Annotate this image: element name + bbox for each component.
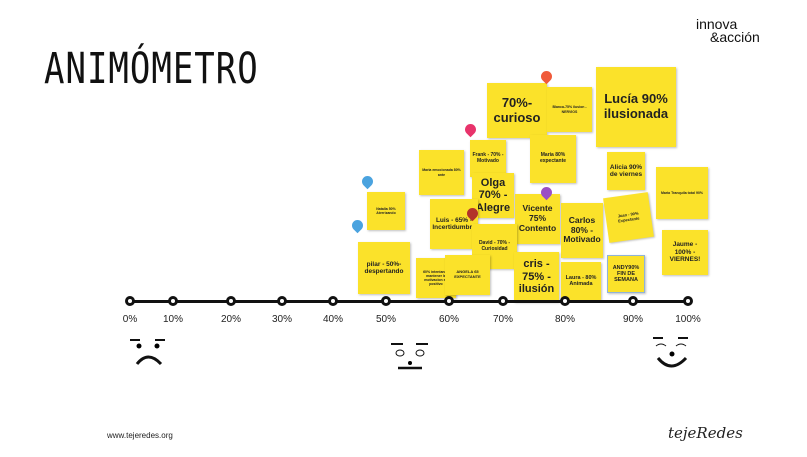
happy-face-icon bbox=[653, 337, 688, 368]
scale-marker bbox=[381, 296, 391, 306]
sticky-note[interactable]: Maria Tranquila total 90% bbox=[656, 167, 708, 219]
tejeredes-logo: tejeRedes bbox=[668, 424, 743, 442]
sticky-note[interactable]: Blanca-75% ilusion - NERVIOS bbox=[547, 87, 592, 132]
scale-marker bbox=[277, 296, 287, 306]
sticky-note[interactable]: Alicia 90% de viernes bbox=[607, 152, 645, 190]
scale-label: 30% bbox=[271, 314, 293, 325]
scale-label: 0% bbox=[122, 314, 138, 325]
sticky-note[interactable]: Laura - 80% Animada bbox=[561, 262, 601, 300]
scale-marker bbox=[328, 296, 338, 306]
sticky-note[interactable]: Olga 70% - Alegre bbox=[472, 173, 514, 218]
sticky-note[interactable]: pilar - 50%- despertando bbox=[358, 242, 410, 294]
neutral-face-icon bbox=[391, 343, 428, 370]
scale-label: 10% bbox=[162, 314, 184, 325]
sticky-note[interactable]: cris - 75% - ilusión bbox=[514, 252, 559, 302]
scale-marker bbox=[628, 296, 638, 306]
scale-marker bbox=[168, 296, 178, 306]
page-title: ANIMÓMETRO bbox=[44, 44, 259, 94]
sticky-note[interactable]: Juan - 90% Expectante bbox=[603, 192, 654, 243]
sticky-note[interactable]: Carlos 80% - Motivado bbox=[561, 203, 603, 258]
sticky-note[interactable]: Frank - 70% - Motivado bbox=[470, 140, 506, 177]
scale-label: 20% bbox=[220, 314, 242, 325]
sticky-note[interactable]: Vicente 75% Contento bbox=[515, 194, 560, 244]
scale-label: 60% bbox=[438, 314, 460, 325]
logo-line2: &acción bbox=[710, 29, 760, 45]
sticky-note[interactable]: Luis - 65% - Incertidumbre bbox=[430, 199, 478, 249]
scale-label: 100% bbox=[675, 314, 701, 325]
sticky-note[interactable]: 70%- curioso bbox=[487, 83, 547, 138]
scale-marker bbox=[125, 296, 135, 306]
scale-label: 70% bbox=[492, 314, 514, 325]
scale-marker bbox=[683, 296, 693, 306]
scale-label: 40% bbox=[322, 314, 344, 325]
scale-marker bbox=[498, 296, 508, 306]
sticky-note[interactable]: ANGELA 65 EXPECTANTE bbox=[445, 255, 490, 295]
logo-line1: innova bbox=[696, 16, 738, 32]
sticky-note[interactable]: Maria 80% expectante bbox=[530, 135, 576, 183]
sad-face-icon bbox=[130, 339, 165, 366]
scale-line bbox=[130, 300, 688, 303]
innova-accion-logo: innova&acción bbox=[696, 16, 760, 45]
scale-label: 90% bbox=[622, 314, 644, 325]
sticky-note[interactable]: Natalia 50% Aterrizando bbox=[367, 192, 405, 230]
website-url: www.tejeredes.org bbox=[107, 431, 173, 440]
sticky-note[interactable]: Lucía 90% ilusionada bbox=[596, 67, 676, 147]
sticky-note[interactable]: Maria emocionada 80% ante bbox=[419, 150, 464, 195]
scale-label: 80% bbox=[554, 314, 576, 325]
sticky-note[interactable]: Jaume - 100% - VIERNES! bbox=[662, 230, 708, 275]
sticky-note[interactable]: ANDY90% FIN DE SEMANA bbox=[607, 255, 645, 293]
scale-marker bbox=[444, 296, 454, 306]
scale-marker bbox=[226, 296, 236, 306]
scale-marker bbox=[560, 296, 570, 306]
scale-label: 50% bbox=[375, 314, 397, 325]
